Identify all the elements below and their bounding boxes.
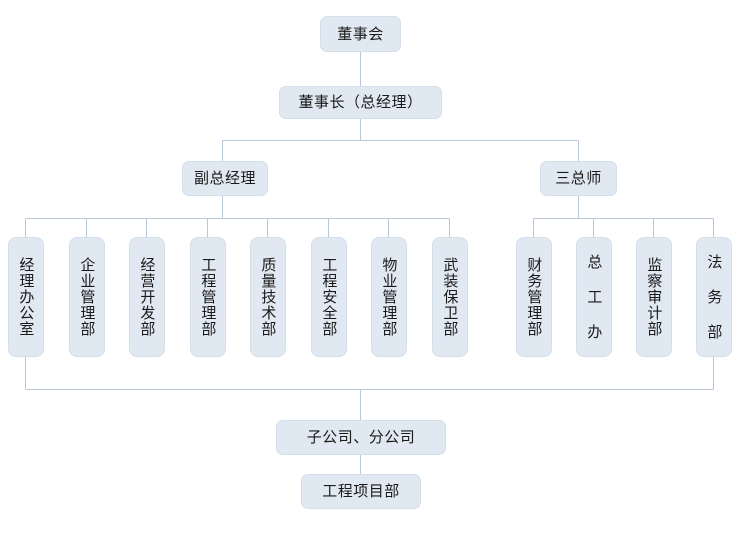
dept-box-supervision-audit[interactable]: 监察审计部 xyxy=(636,237,672,357)
dept-box-property-management[interactable]: 物业管理部 xyxy=(371,237,407,357)
node-chairman[interactable]: 董事长（总经理） xyxy=(279,86,442,119)
dept-box-engineering-safety[interactable]: 工程安全部 xyxy=(311,237,347,357)
node-board[interactable]: 董事会 xyxy=(320,16,401,52)
dept-box-manager-office[interactable]: 经理办公室 xyxy=(8,237,44,357)
node-deputy-general-manager[interactable]: 副总经理 xyxy=(182,161,268,196)
dept-box-business-development[interactable]: 经营开发部 xyxy=(129,237,165,357)
dept-box-enterprise-management[interactable]: 企业管理部 xyxy=(69,237,105,357)
dept-box-armed-security[interactable]: 武装保卫部 xyxy=(432,237,468,357)
node-subsidiaries-branches[interactable]: 子公司、分公司 xyxy=(276,420,446,455)
dept-box-engineering-management[interactable]: 工程管理部 xyxy=(190,237,226,357)
dept-box-chief-engineer-office[interactable]: 总 工 办 xyxy=(576,237,612,357)
dept-box-finance-management[interactable]: 财务管理部 xyxy=(516,237,552,357)
node-engineering-project-dept[interactable]: 工程项目部 xyxy=(301,474,421,509)
dept-box-legal-affairs[interactable]: 法 务 部 xyxy=(696,237,732,357)
node-chief-engineers[interactable]: 三总师 xyxy=(540,161,617,196)
dept-box-quality-technology[interactable]: 质量技术部 xyxy=(250,237,286,357)
